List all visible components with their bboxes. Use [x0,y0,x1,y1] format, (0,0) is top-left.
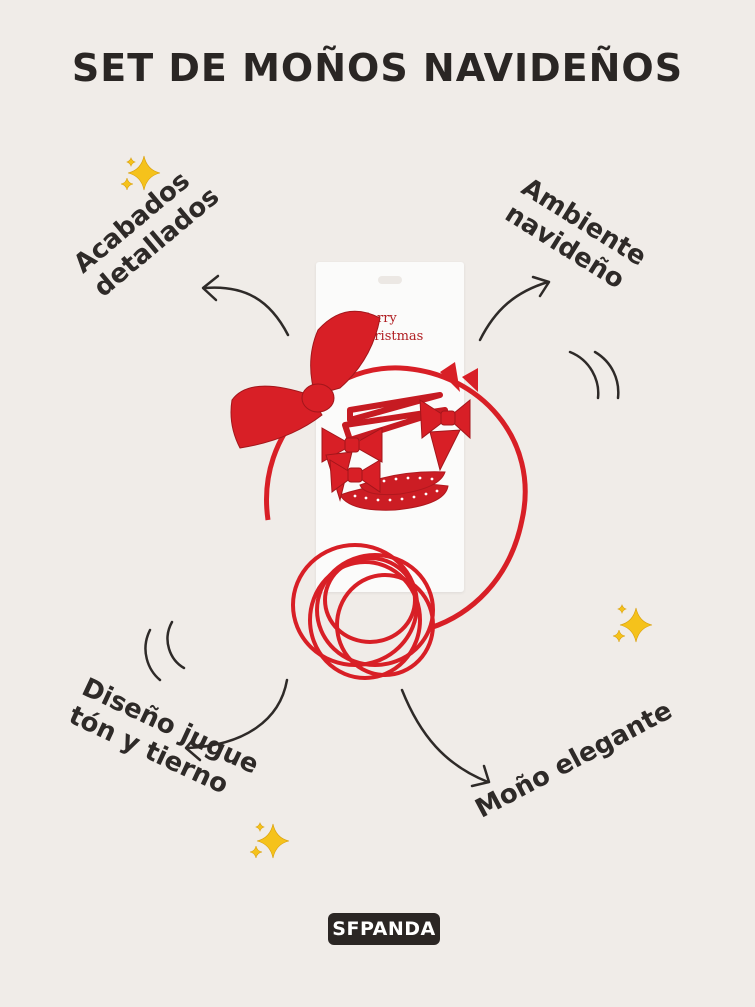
sparkle-icon [612,604,653,643]
curved-arrow-icon [400,688,491,788]
motion-lines-icon [568,350,620,400]
card-hang-hole [378,276,402,284]
sparkle-icon [120,155,161,191]
page-title: SET DE MOÑOS NAVIDEÑOS [71,46,684,90]
curved-arrow-icon [201,274,290,337]
brand-logo: SFPANDA [328,913,440,945]
curved-arrow-icon [478,275,551,342]
sparkle-icon [249,822,290,859]
motion-lines-icon [144,620,186,682]
curved-arrow-icon [184,678,289,762]
product-illustration [230,310,528,680]
